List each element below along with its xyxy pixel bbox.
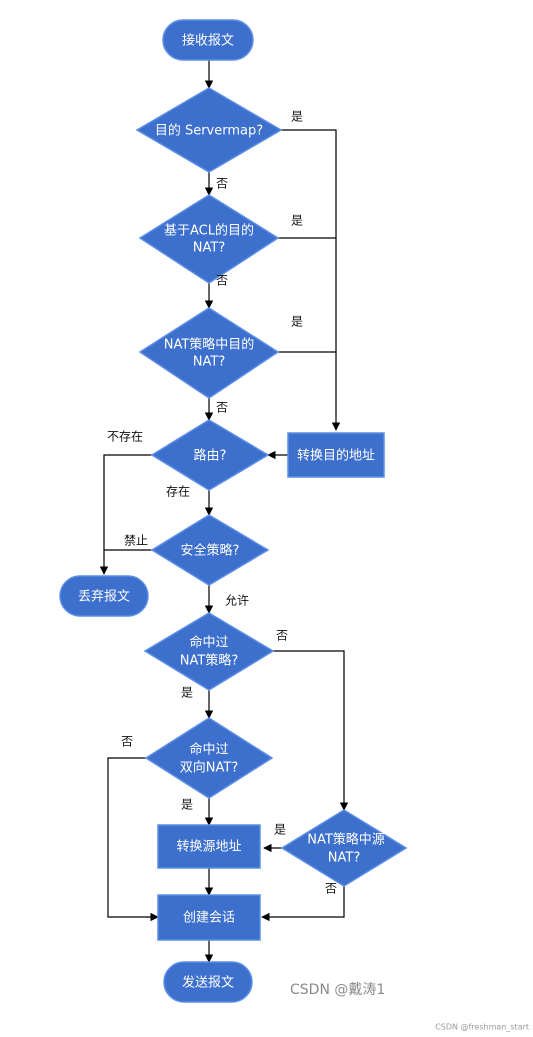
edge-route-notexist — [99, 454, 152, 575]
label-acl-nat-line1: 基于ACL的目的 — [164, 223, 254, 239]
label-create-session: 创建会话 — [183, 911, 235, 926]
label-servermap: 目的 Servermap? — [155, 123, 263, 139]
label-policy-snat-line1: NAT策略中源 — [307, 832, 385, 848]
edge-hitpolicy-no — [273, 650, 349, 811]
node-route — [150, 419, 270, 491]
node-labels: 接收报文 目的 Servermap? 基于ACL的目的 NAT? NAT策略中目… — [78, 33, 385, 991]
edge-label-servermap-no: 否 — [216, 177, 228, 191]
label-receive: 接收报文 — [182, 33, 234, 49]
edge-label-acl-no: 否 — [216, 274, 228, 288]
edge-label-policy-dnat-no: 否 — [216, 401, 228, 415]
node-translate-src — [157, 824, 261, 869]
label-translate-dst: 转换目的地址 — [297, 448, 375, 464]
label-send: 发送报文 — [182, 975, 234, 991]
label-translate-src: 转换源地址 — [176, 840, 241, 855]
node-receive — [162, 19, 254, 61]
node-policy-dnat — [138, 307, 280, 399]
edge-label-acl-yes: 是 — [291, 214, 303, 228]
node-hit-policy — [143, 612, 275, 691]
edge-label-route-exist: 存在 — [166, 485, 190, 499]
edge-label-security-allow: 允许 — [225, 593, 249, 608]
label-route: 路由? — [194, 448, 227, 464]
edge-label-hit-policy-yes: 是 — [181, 686, 193, 700]
label-hit-policy-line1: 命中过 — [189, 635, 228, 651]
node-send — [163, 961, 253, 1003]
edge-label-hit-bidir-yes: 是 — [181, 798, 193, 812]
node-servermap — [135, 87, 283, 173]
edge-label-servermap-yes: 是 — [291, 110, 303, 124]
watermark-text: CSDN @戴涛1 — [290, 982, 385, 998]
connectors — [99, 60, 349, 963]
node-discard — [59, 575, 149, 617]
credit-text: CSDN @freshman_start — [435, 1023, 529, 1032]
node-translate-dst — [287, 432, 385, 478]
edge-label-policy-dnat-yes: 是 — [291, 315, 303, 329]
edge-label-hit-bidir-no: 否 — [121, 735, 133, 749]
label-hit-bidir-line1: 命中过 — [189, 742, 228, 758]
edge-hitbidir-no — [107, 757, 159, 922]
label-policy-snat-line2: NAT? — [328, 851, 360, 866]
node-policy-snat — [280, 809, 408, 887]
node-hit-bidir — [144, 717, 274, 799]
node-acl-nat — [138, 194, 280, 284]
edge-label-snat-yes: 是 — [274, 823, 286, 837]
label-hit-bidir-line2: 双向NAT? — [180, 760, 238, 776]
label-policy-dnat-line2: NAT? — [193, 355, 225, 370]
edge-servermap-yes — [281, 129, 341, 431]
edge-label-route-notexist: 不存在 — [107, 430, 143, 444]
node-create-session — [157, 894, 261, 941]
node-security — [150, 514, 270, 586]
label-acl-nat-line2: NAT? — [193, 241, 225, 256]
edge-snat-no — [261, 886, 345, 922]
label-policy-dnat-line1: NAT策略中目的 — [164, 337, 255, 353]
edge-labels: 是 否 是 否 是 否 不存在 存在 禁止 允许 否 是 否 是 是 否 — [107, 110, 337, 896]
edge-label-hit-policy-no: 否 — [276, 629, 288, 643]
edge-label-security-deny: 禁止 — [124, 534, 148, 548]
label-hit-policy-line2: NAT策略? — [180, 653, 238, 669]
label-discard: 丢弃报文 — [78, 590, 130, 605]
label-security: 安全策略? — [181, 543, 240, 559]
nodes — [59, 19, 408, 1003]
edge-label-snat-no: 否 — [325, 882, 337, 896]
